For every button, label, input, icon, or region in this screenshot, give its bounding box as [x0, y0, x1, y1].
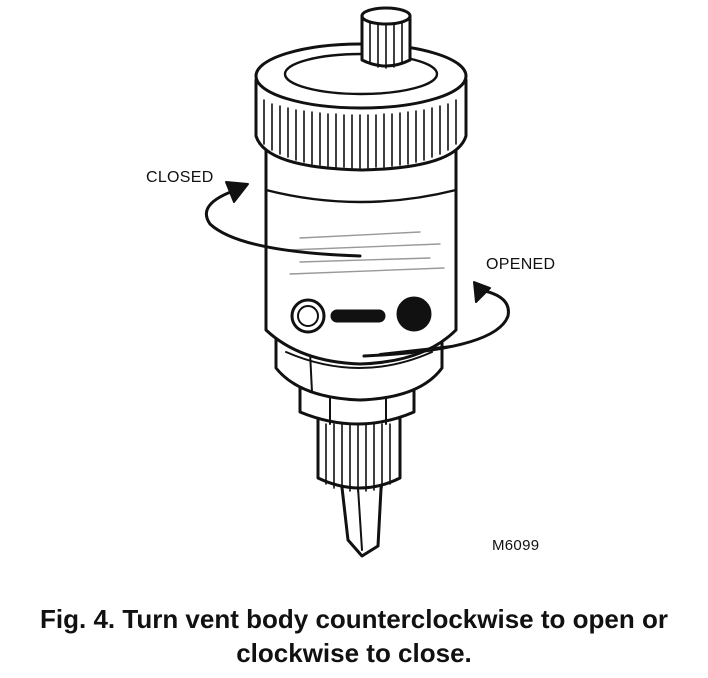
threaded-fitting	[316, 416, 402, 493]
figure-code: M6099	[492, 537, 540, 554]
knurled-cap	[254, 42, 468, 172]
indicator-bar	[330, 309, 386, 323]
open-indicator-circle	[290, 298, 326, 334]
caption-line-2: clockwise to close.	[236, 638, 472, 668]
closed-indicator-dot	[396, 296, 432, 332]
air-vent-illustration	[204, 6, 510, 558]
opened-rotation-arrow	[362, 281, 510, 358]
caption-line-1: Fig. 4. Turn vent body counterclockwise …	[40, 604, 668, 634]
closed-label: CLOSED	[146, 169, 214, 186]
opened-label: OPENED	[486, 256, 556, 273]
closed-rotation-arrow	[204, 181, 362, 258]
figure-caption: Fig. 4. Turn vent body counterclockwise …	[0, 602, 708, 670]
valve-cap	[360, 6, 412, 69]
